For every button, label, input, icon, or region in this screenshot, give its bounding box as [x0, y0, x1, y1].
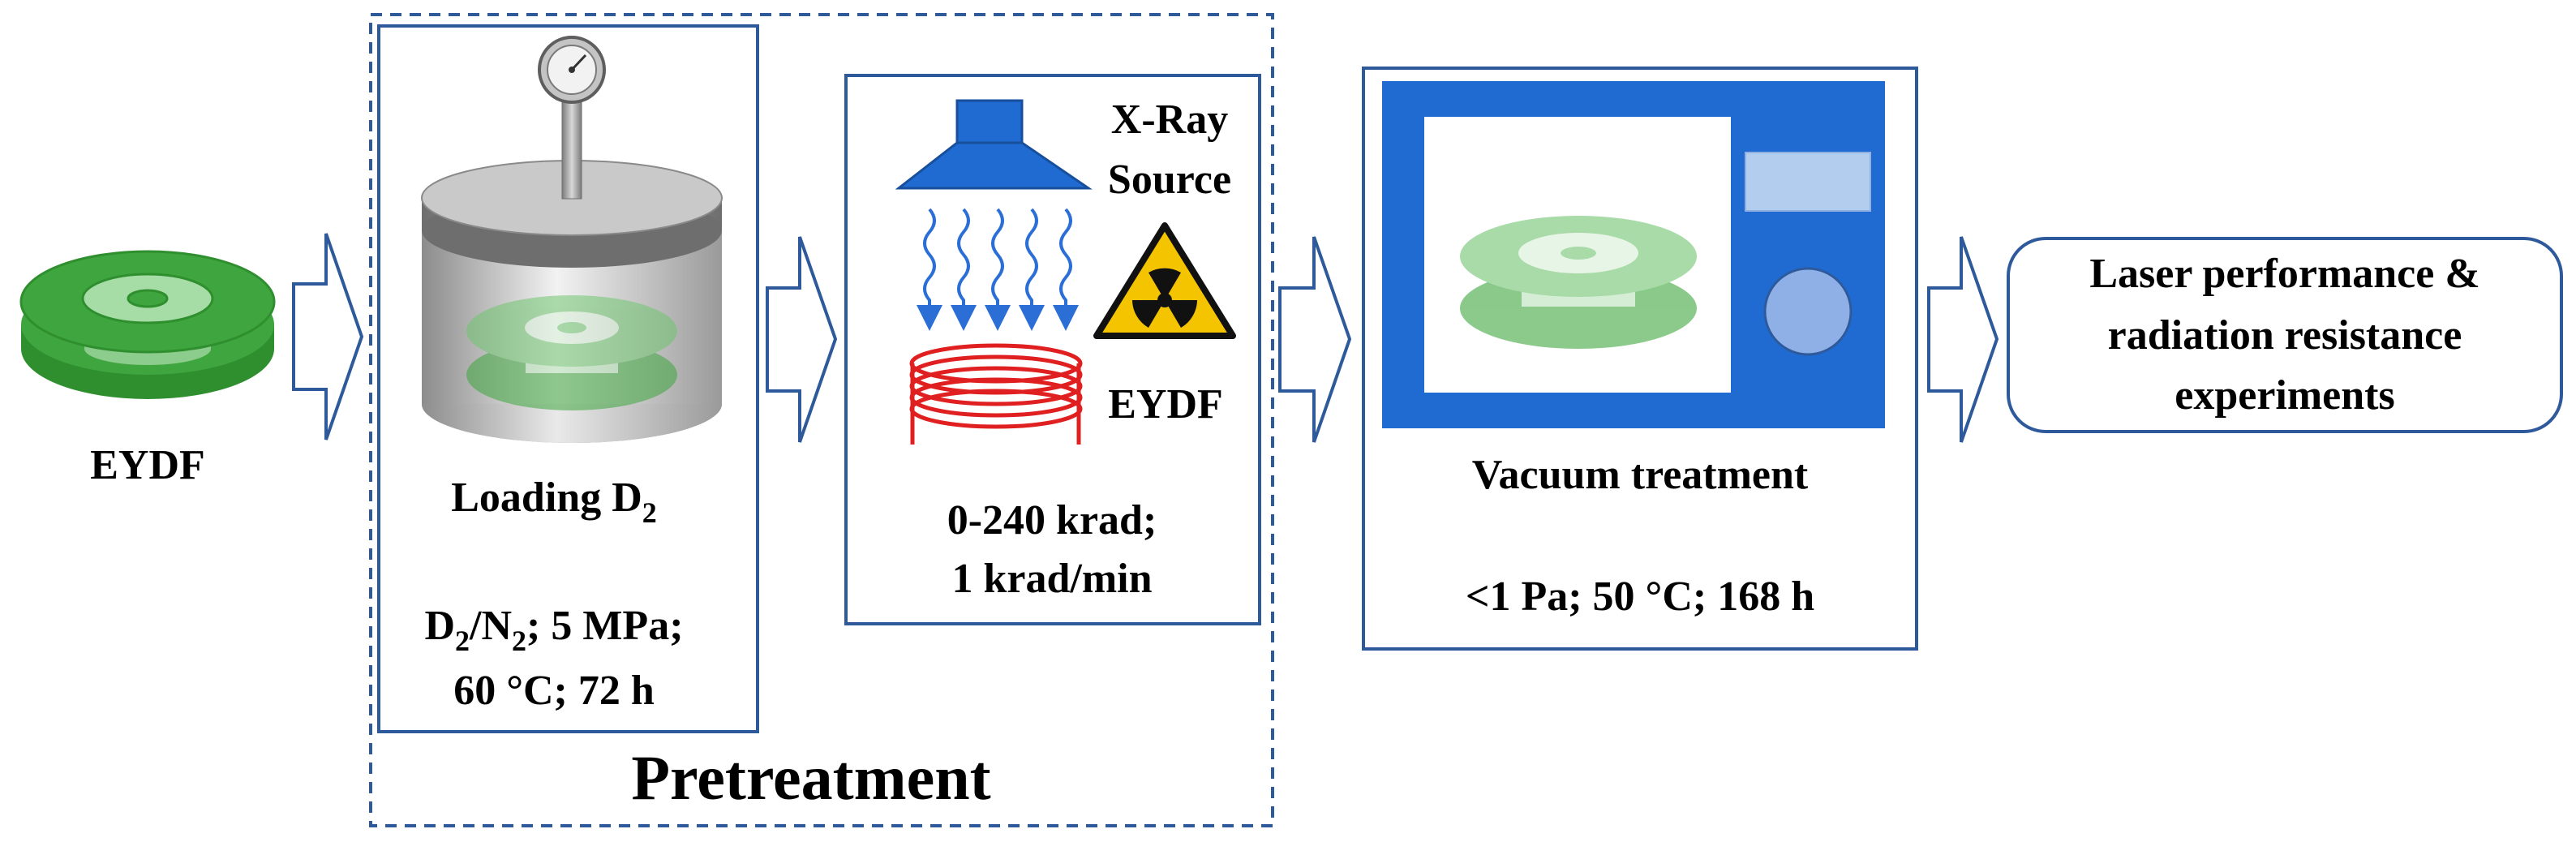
vacuum-conditions: <1 Pa; 50 °C; 168 h	[1466, 574, 1814, 620]
flow-arrow-2	[766, 236, 838, 443]
result-line2: radiation resistance	[2108, 312, 2462, 359]
fiber-coil-label: EYDF	[1108, 381, 1223, 427]
fiber-spool-icon	[19, 250, 276, 399]
spool-label: EYDF	[90, 442, 205, 488]
dose-line1: 0-240 krad;	[947, 497, 1157, 543]
flow-arrow-1	[292, 233, 364, 440]
loading-conditions-line2: 60 °C; 72 h	[453, 668, 655, 714]
spool-inside-vessel-icon	[466, 295, 677, 410]
result-line1: Laser performance &	[2089, 251, 2479, 297]
flow-arrow-3	[1278, 236, 1352, 443]
fiber-coil-icon	[909, 343, 1083, 445]
result-box	[2007, 237, 2563, 433]
x-ray-source-label-line2: Source	[1108, 157, 1231, 203]
flow-arrow-4	[1927, 236, 1999, 443]
vacuum-title: Vacuum treatment	[1472, 452, 1809, 498]
loading-conditions-line1: D2/N2; 5 MPa;	[424, 603, 683, 657]
dose-line2: 1 krad/min	[951, 556, 1152, 602]
x-ray-source-icon	[895, 99, 1093, 190]
spool-inside-oven-icon	[1460, 216, 1697, 349]
vacuum-oven-icon	[1382, 81, 1885, 428]
radiation-warning-icon	[1093, 222, 1236, 339]
pressure-vessel-icon	[421, 36, 723, 443]
pretreatment-title: Pretreatment	[631, 742, 990, 813]
x-ray-waves-icon	[917, 208, 1079, 331]
loading-title: Loading D2	[451, 475, 657, 529]
x-ray-source-label-line1: X-Ray	[1111, 97, 1228, 143]
result-line3: experiments	[2175, 372, 2394, 419]
pretreatment-group-frame	[369, 13, 1274, 827]
